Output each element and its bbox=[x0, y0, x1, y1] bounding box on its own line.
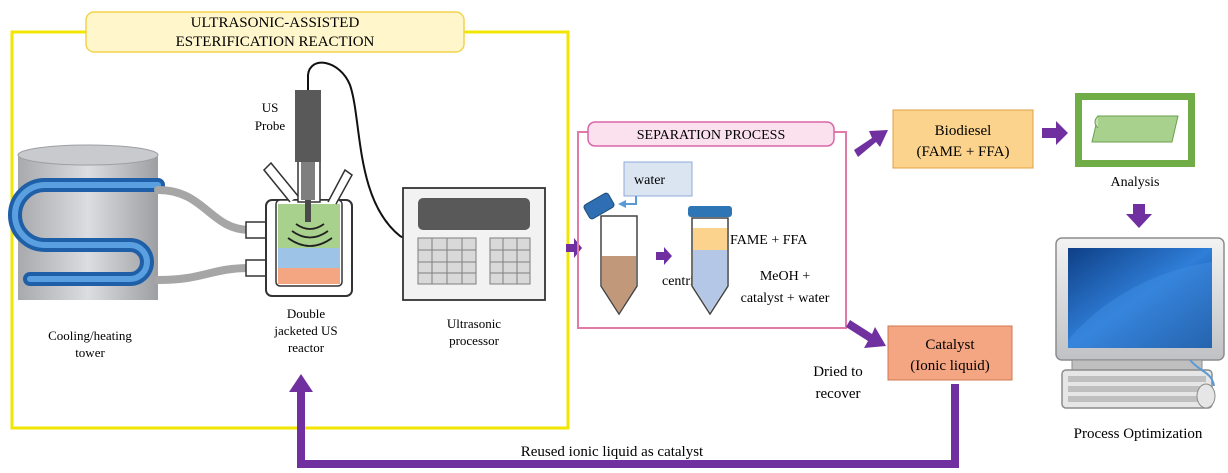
reaction-stage-title-line1: ULTRASONIC-ASSISTED bbox=[191, 15, 360, 31]
reactor-label-line3: reactor bbox=[288, 340, 325, 355]
centrifuged-tube-icon bbox=[688, 206, 732, 316]
tower-label-line2: tower bbox=[75, 345, 105, 360]
biodiesel-line2: (FAME + FFA) bbox=[917, 144, 1010, 160]
coolant-hoses bbox=[154, 186, 254, 284]
probe-label-line2: Probe bbox=[255, 118, 286, 133]
processor-label-line2: processor bbox=[449, 333, 499, 348]
ultrasonic-processor-icon bbox=[402, 187, 546, 301]
probe-cable bbox=[307, 61, 405, 239]
water-label-box bbox=[623, 161, 693, 197]
cooling-tower-icon bbox=[8, 144, 165, 300]
arrow-to-centrifuge bbox=[656, 247, 672, 265]
dried-label-line1: Dried to bbox=[813, 364, 863, 380]
bottom-layer-label-line2: catalyst + water bbox=[741, 291, 830, 306]
ultrasonic-probe-icon bbox=[295, 90, 321, 222]
water-pour-arrow bbox=[624, 196, 637, 205]
tower-label-line1: Cooling/heating bbox=[48, 328, 132, 343]
arrow-to-catalyst bbox=[846, 320, 886, 348]
reuse-loop-arrowhead bbox=[289, 374, 313, 392]
reaction-stage-title-line2: ESTERIFICATION REACTION bbox=[176, 34, 375, 50]
water-bottle-icon bbox=[583, 192, 615, 220]
biodiesel-line1: Biodiesel bbox=[935, 123, 992, 139]
water-label: water bbox=[634, 173, 665, 188]
analysis-label: Analysis bbox=[1111, 175, 1160, 190]
biodiesel-box bbox=[892, 109, 1034, 169]
arrow-to-biodiesel bbox=[854, 130, 888, 157]
arrow-to-analysis bbox=[1042, 121, 1068, 145]
reaction-stage-title-box bbox=[85, 11, 465, 53]
analysis-icon bbox=[1075, 93, 1195, 167]
bottom-layer-label-line1: MeOH + bbox=[760, 269, 810, 284]
computer-icon bbox=[1055, 237, 1225, 409]
reuse-loop-arrow bbox=[297, 384, 959, 468]
separation-title: SEPARATION PROCESS bbox=[637, 128, 785, 143]
reactor-label-line2: jacketed US bbox=[273, 323, 337, 338]
water-pour-arrowhead bbox=[618, 200, 626, 208]
catalyst-line2: (Ionic liquid) bbox=[910, 358, 990, 374]
arrow-to-optimization bbox=[1126, 204, 1152, 228]
dried-label-line2: recover bbox=[816, 386, 861, 402]
probe-label-line1: US bbox=[262, 100, 279, 115]
separation-title-box bbox=[587, 121, 835, 147]
reactor-label-line1: Double bbox=[287, 306, 326, 321]
top-layer-label: FAME + FFA bbox=[730, 233, 808, 248]
reuse-label: Reused ionic liquid as catalyst bbox=[521, 444, 704, 460]
jacketed-reactor-icon bbox=[245, 157, 353, 297]
processor-label-line1: Ultrasonic bbox=[447, 316, 501, 331]
catalyst-box bbox=[887, 325, 1013, 381]
sample-tube-icon bbox=[600, 215, 638, 316]
optimization-label: Process Optimization bbox=[1074, 426, 1203, 442]
catalyst-line1: Catalyst bbox=[925, 337, 975, 353]
